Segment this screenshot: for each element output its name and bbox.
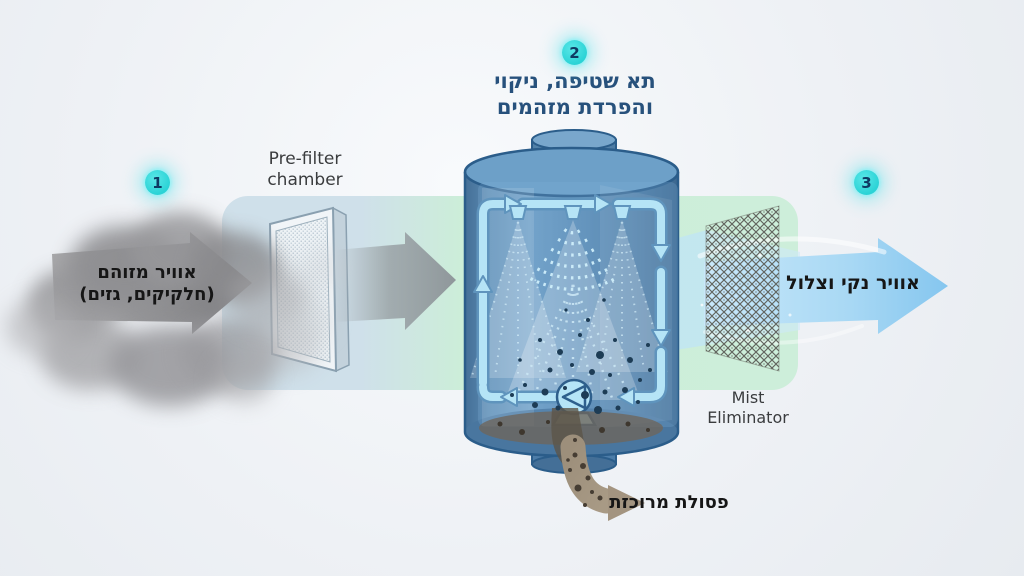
filtered-air-arrow: [335, 232, 456, 330]
prefilter-label-line2: chamber: [267, 169, 343, 190]
step-3-number: 3: [861, 173, 872, 192]
spray-cones: [470, 220, 668, 400]
smoke-puff: [298, 246, 348, 290]
smoke-puff: [228, 266, 308, 330]
step-1-number: 1: [152, 173, 163, 192]
mist-eliminator-label: Mist Eliminator: [698, 388, 798, 427]
step-3-badge: 3: [854, 170, 879, 195]
spray-nozzles: [508, 205, 632, 220]
mist-label-line1: Mist: [731, 388, 765, 407]
dirty-air-label-line1: אוויר מזוהם: [97, 262, 197, 283]
prefilter-label-line1: Pre-filter: [268, 149, 342, 169]
title-line1: תא שטיפה, ניקוי: [494, 69, 656, 93]
smoke-puff: [278, 296, 333, 344]
mist-label-line2: Eliminator: [707, 407, 789, 427]
smoke-puff: [214, 356, 274, 404]
dirty-air-label: אוויר מזוהם (חלקיקים, גזים): [52, 262, 242, 306]
particles: [497, 298, 652, 435]
title-line2: והפרדת מזהמים: [496, 94, 654, 119]
mist-eliminator-mesh: [705, 205, 780, 372]
smoke-puff: [6, 298, 76, 356]
scrubber-tank: [463, 129, 680, 474]
step-2-badge: 2: [562, 40, 587, 65]
waste-label: פסולת מרוכזת: [606, 492, 732, 514]
waste-arrow: [560, 434, 645, 521]
step-1-badge: 1: [145, 170, 170, 195]
clean-air-label-text: אוויר נקי וצלול: [786, 272, 920, 294]
step-2-number: 2: [569, 43, 580, 62]
dirty-air-label-line2: (חלקיקים, גזים): [79, 283, 215, 305]
scrub-chamber-title: תא שטיפה, ניקוי והפרדת מזהמים: [453, 69, 697, 120]
waste-particles: [566, 438, 603, 507]
clean-air-label: אוויר נקי וצלול: [767, 272, 939, 295]
prefilter-chamber-label: Pre-filter chamber: [238, 149, 372, 190]
circulation-arrows: [473, 194, 671, 427]
waste-label-text: פסולת מרוכזת: [609, 492, 729, 513]
